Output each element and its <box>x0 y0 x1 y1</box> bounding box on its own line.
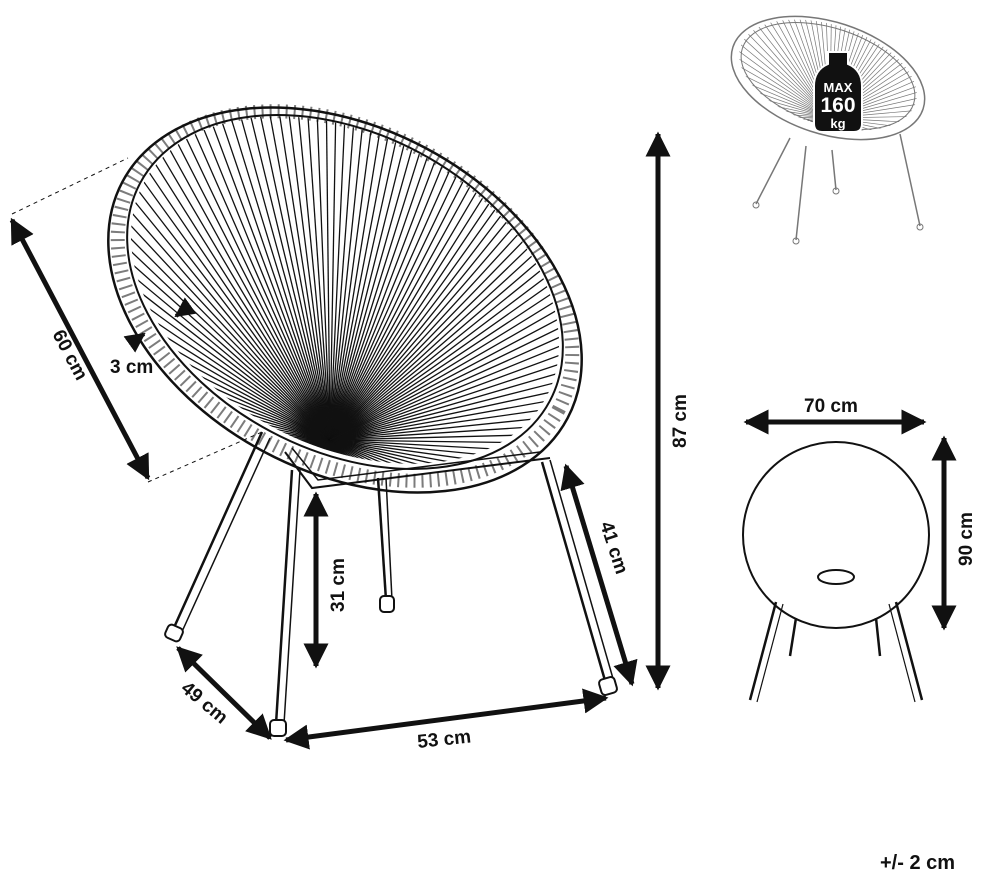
front-view-leg <box>894 601 924 701</box>
front-view-seat <box>742 441 930 629</box>
leg-front-center-inner <box>283 469 301 725</box>
front-view-leg <box>748 601 778 701</box>
load-badge-value: 160 <box>820 94 855 117</box>
arrow-base-width <box>283 688 609 750</box>
leg-frame-inner <box>291 447 541 481</box>
label-base-width: 53 cm <box>416 726 472 753</box>
leg-back <box>376 477 388 601</box>
arrow-leg-height <box>560 463 638 687</box>
leg-front-center <box>274 469 294 725</box>
load-badge-unit: kg <box>830 116 845 131</box>
load-badge: MAX 160 kg <box>813 51 863 133</box>
foot-cap <box>379 595 395 613</box>
dimension-arrows <box>9 131 957 750</box>
foot-cap <box>598 676 618 696</box>
arrow-base-depth <box>176 646 272 740</box>
label-front-width: 70 cm <box>804 396 858 417</box>
weight-icon <box>813 51 863 133</box>
seat-inner-rim <box>126 114 564 470</box>
label-leg-height: 41 cm <box>595 519 632 577</box>
arrow-rim-thickness-inner <box>174 297 197 318</box>
arrow-rim-thickness <box>123 332 146 353</box>
front-view-leg <box>788 617 798 657</box>
arrow-frame-depth <box>9 217 151 481</box>
front-view-chair <box>742 441 930 703</box>
label-front-height: 90 cm <box>956 512 977 566</box>
leg-frame <box>284 451 551 490</box>
front-view-opening <box>817 569 855 585</box>
foot-cap <box>164 623 184 643</box>
label-seat-height: 31 cm <box>328 558 349 612</box>
label-rim-thickness: 3 cm <box>110 357 153 378</box>
leg-front-left-inner <box>179 437 271 637</box>
leg-front-left <box>170 431 264 633</box>
tolerance-note: +/- 2 cm <box>880 852 956 874</box>
label-total-height: 87 cm <box>670 394 691 448</box>
rim-cord-pattern <box>110 104 580 488</box>
leg-right-inner <box>549 459 615 683</box>
leg-back-inner <box>385 477 393 601</box>
label-base-depth: 49 cm <box>177 678 232 729</box>
front-view-leg <box>874 617 882 657</box>
extension-lines <box>11 157 263 483</box>
foot-cap <box>269 719 287 737</box>
load-badge-label: MAX <box>824 80 853 95</box>
